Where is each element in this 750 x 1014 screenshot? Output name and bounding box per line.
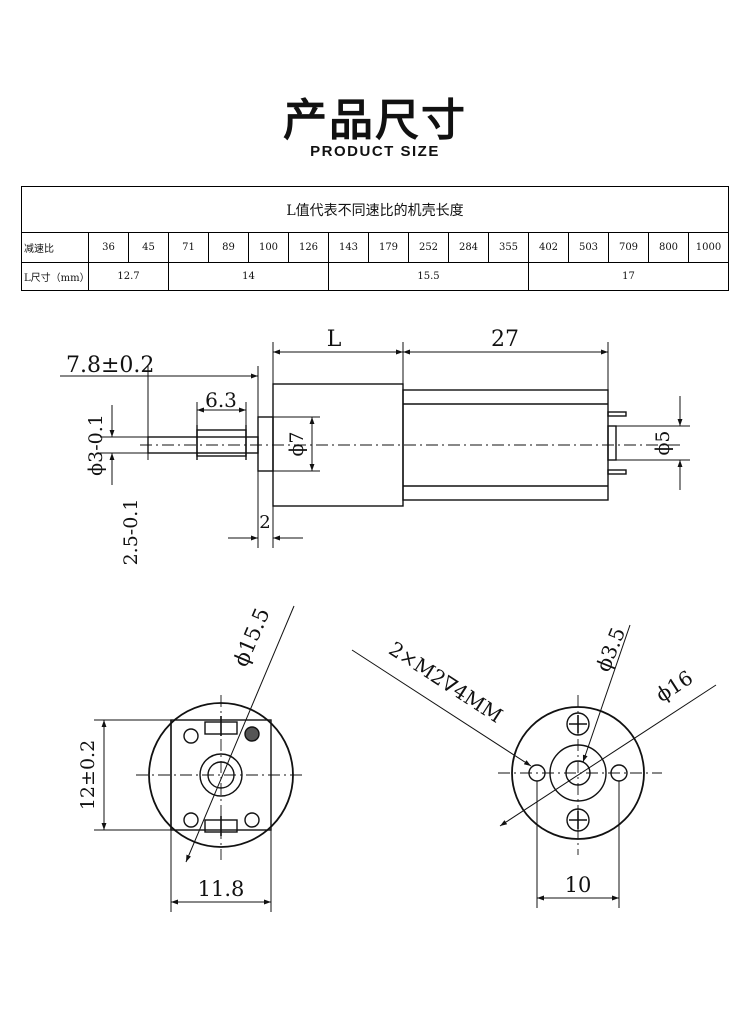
ratio-cell: 126 xyxy=(288,232,329,263)
length-cell: 12.7 xyxy=(88,262,169,291)
dim-thread: 2×M2∇4MM xyxy=(385,637,507,728)
dim-7-8: 7.8±0.2 xyxy=(66,353,154,378)
technical-drawing: L 27 7.8±0.2 6.3 ϕ7 ϕ5 ϕ3-0.1 2 2.5-0.1 … xyxy=(60,327,717,912)
ratio-cell: 143 xyxy=(328,232,369,263)
dim-2: 2 xyxy=(259,512,270,533)
ratio-cell: 709 xyxy=(608,232,649,263)
dim-27: 27 xyxy=(491,327,519,352)
dim-10: 10 xyxy=(565,873,592,897)
ratio-cell: 800 xyxy=(648,232,689,263)
ratio-cell: 89 xyxy=(208,232,249,263)
dim-6-3: 6.3 xyxy=(205,388,237,412)
ratio-cell: 402 xyxy=(528,232,569,263)
dim-2-5: 2.5-0.1 xyxy=(120,499,142,566)
dim-phi16: ϕ16 xyxy=(651,665,697,706)
front-outer-circle xyxy=(148,702,294,848)
ratio-label: 减速比 xyxy=(21,232,89,263)
rear-view xyxy=(351,624,717,908)
dim-phi7: ϕ7 xyxy=(286,431,308,456)
front-view xyxy=(94,605,306,912)
dim-phi3: ϕ3-0.1 xyxy=(85,414,107,476)
table-title: L值代表不同速比的机壳长度 xyxy=(21,186,729,233)
side-view xyxy=(60,342,690,548)
length-cell: 17 xyxy=(528,262,729,291)
page-title: 产品尺寸 xyxy=(283,95,467,146)
ratio-cell: 36 xyxy=(88,232,129,263)
dim-phi15-5: ϕ15.5 xyxy=(229,604,275,670)
dim-phi5: ϕ5 xyxy=(652,430,674,455)
ratio-cell: 71 xyxy=(168,232,209,263)
ratio-cell: 1000 xyxy=(688,232,729,263)
length-label: L尺寸（mm） xyxy=(21,262,89,291)
front-boss xyxy=(257,416,274,472)
length-cell: 15.5 xyxy=(328,262,529,291)
ratio-cell: 284 xyxy=(448,232,489,263)
front-filled-hole xyxy=(244,726,260,742)
ratio-cell: 100 xyxy=(248,232,289,263)
ratio-cell: 45 xyxy=(128,232,169,263)
rear-outer-circle xyxy=(511,706,645,840)
dim-L: L xyxy=(327,327,342,352)
ratio-cell: 355 xyxy=(488,232,529,263)
dim-phi3-5: ϕ3.5 xyxy=(591,624,630,675)
ratio-cell: 252 xyxy=(408,232,449,263)
dim-11-8: 11.8 xyxy=(198,877,245,901)
page-subtitle: PRODUCT SIZE xyxy=(310,143,440,160)
ratio-cell: 503 xyxy=(568,232,609,263)
length-cell: 14 xyxy=(168,262,329,291)
dim-12: 12±0.2 xyxy=(77,740,99,810)
ratio-cell: 179 xyxy=(368,232,409,263)
